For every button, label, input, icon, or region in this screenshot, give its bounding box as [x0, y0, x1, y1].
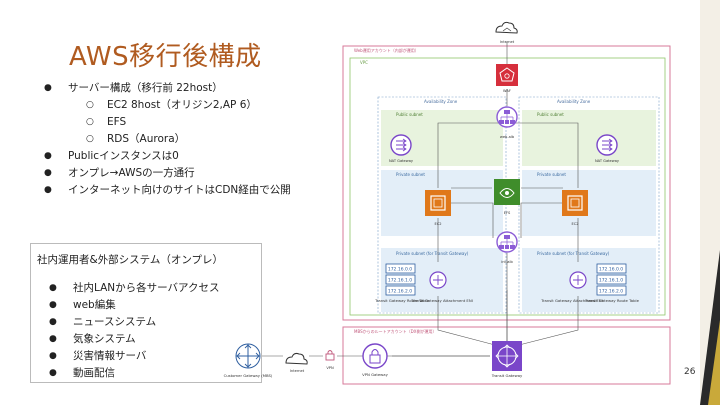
- network-account-label: MBSからのルートアカウント（DX側が運用）: [354, 328, 436, 334]
- customer-gateway-label: Customer Gateway (MBS): [224, 373, 273, 378]
- bullet-list: ●サーバー構成（移行前 22host） ○EC2 8host（オリジン2,AP …: [44, 80, 291, 199]
- web-alb-icon: [496, 106, 518, 128]
- tgw-attachment-icon: [429, 271, 447, 289]
- onprem-item-text: web編集: [73, 299, 116, 311]
- vpn-gateway-icon: [362, 343, 388, 369]
- tgw-subnet-left-label: Private subnet (for Transit Gateway): [396, 251, 469, 256]
- internet-icon: [283, 349, 309, 365]
- nat-gateway-icon: [390, 134, 412, 156]
- cidr-cell: 172.16.1.0: [388, 278, 412, 284]
- transit-gateway-icon: [492, 341, 522, 371]
- ec2-right-label: EC2: [571, 222, 578, 226]
- tgw-route-table-right-label: Transit Gateway Route Table: [584, 298, 639, 303]
- bullet-item: ○EC2 8host（オリジン2,AP 6）: [86, 99, 257, 111]
- connector-lines: [262, 42, 579, 357]
- onprem-title: 社内運用者&外部システム（オンプレ）: [37, 254, 224, 266]
- route-table-left: 172.16.0.0 172.16.1.0 172.16.2.0: [385, 263, 416, 296]
- bullet-item: ●サーバー構成（移行前 22host）: [44, 82, 223, 94]
- public-subnet-right: [522, 110, 656, 166]
- tgw-subnet-right: [522, 248, 656, 312]
- bullet-text: Publicインスタンスは0: [68, 150, 179, 162]
- onprem-item: ●web編集: [49, 299, 116, 311]
- bullet-text: オンプレ→AWSの一方通行: [68, 167, 195, 179]
- waf-icon: [496, 64, 518, 86]
- page-number: 26: [684, 367, 696, 377]
- cidr-cell: 172.16.1.0: [599, 278, 623, 284]
- bullet-text: インターネット向けのサイトはCDN経由で公開: [68, 184, 291, 196]
- efs-icon: [494, 179, 520, 205]
- bullet-item: ●インターネット向けのサイトはCDN経由で公開: [44, 184, 291, 196]
- waf-label: WAF: [503, 89, 511, 93]
- internet-icon: [495, 21, 518, 34]
- right-stripe-decoration: [700, 250, 720, 405]
- route-table-right: 172.16.0.0 172.16.1.0 172.16.2.0: [596, 263, 627, 296]
- tgw-attachment-right-label: Transit Gateway Attachment ENI: [540, 298, 603, 303]
- int-alb-icon: [496, 231, 518, 253]
- bullet-text: サーバー構成（移行前 22host）: [68, 82, 223, 94]
- onprem-item-text: 災害情報サーバ: [73, 350, 147, 362]
- customer-gateway-icon: [235, 343, 261, 369]
- vpn-label: VPN: [326, 366, 334, 370]
- tgw-route-table-left-label: Transit Gateway Route Table: [374, 298, 429, 303]
- bullet-item: ○RDS（Aurora）: [86, 133, 186, 145]
- bullet-item: ●Publicインスタンスは0: [44, 150, 179, 162]
- ec2-icon: [562, 190, 588, 216]
- vpc-label: VPC: [360, 60, 368, 65]
- onprem-box: 社内運用者&外部システム（オンプレ） ●社内LANから各サーバアクセス ●web…: [30, 243, 262, 383]
- vpn-gateway-label: VPN Gateway: [362, 372, 388, 377]
- bullet-text: EC2 8host（オリジン2,AP 6）: [107, 99, 257, 111]
- bullet-item: ○EFS: [86, 116, 127, 128]
- slide-title: AWS移行後構成: [69, 42, 262, 72]
- cidr-cell: 172.16.0.0: [599, 267, 623, 273]
- cidr-cell: 172.16.2.0: [599, 289, 623, 295]
- ec2-left-label: EC2: [434, 222, 441, 226]
- transit-gateway-label: Transit Gateway: [491, 373, 523, 378]
- private-subnet-right-label: Private subnet: [537, 172, 566, 177]
- web-alb-label: web-alb: [500, 135, 515, 139]
- bullet-text: RDS（Aurora）: [107, 133, 186, 145]
- tgw-subnet-right-label: Private subnet (for Transit Gateway): [537, 251, 610, 256]
- internet-bottom-label: Internet: [290, 369, 305, 373]
- tgw-attachment-icon: [569, 271, 587, 289]
- bullet-text: EFS: [107, 116, 127, 128]
- onprem-item-text: 気象システム: [73, 333, 136, 345]
- onprem-item: ●ニュースシステム: [49, 316, 157, 328]
- onprem-item: ●気象システム: [49, 333, 136, 345]
- onprem-item-text: 社内LANから各サーバアクセス: [73, 282, 220, 294]
- internet-top-label: Internet: [500, 40, 515, 44]
- nat-gateway-icon: [596, 134, 618, 156]
- public-subnet-right-label: Public subnet: [537, 112, 564, 117]
- onprem-item: ●社内LANから各サーバアクセス: [49, 282, 220, 294]
- private-subnet-left-label: Private subnet: [396, 172, 425, 177]
- ec2-icon: [425, 190, 451, 216]
- nat-left-label: NAT Gateway: [389, 159, 414, 163]
- vpn-lock-icon: [323, 349, 337, 361]
- public-subnet-left-label: Public subnet: [396, 112, 423, 117]
- cidr-cell: 172.16.2.0: [388, 289, 412, 295]
- web-account-label: Web運用アカウント（内部が運用）: [354, 47, 419, 53]
- efs-label: EFS: [504, 211, 511, 215]
- onprem-list: ●社内LANから各サーバアクセス ●web編集 ●ニュースシステム ●気象システ…: [49, 280, 220, 382]
- cidr-cell: 172.16.0.0: [388, 267, 412, 273]
- nat-right-label: NAT Gateway: [595, 159, 620, 163]
- az-right-label: Availability Zone: [557, 99, 591, 104]
- onprem-item: ●動画配信: [49, 367, 115, 379]
- int-alb-label: int-alb: [501, 260, 513, 264]
- tgw-attachment-left-label: Transit Gateway Attachment ENI: [410, 298, 473, 303]
- onprem-item-text: ニュースシステム: [73, 316, 157, 328]
- bullet-item: ●オンプレ→AWSの一方通行: [44, 167, 195, 179]
- onprem-item-text: 動画配信: [73, 367, 115, 379]
- az-left-label: Availability Zone: [424, 99, 458, 104]
- onprem-item: ●災害情報サーバ: [49, 350, 147, 362]
